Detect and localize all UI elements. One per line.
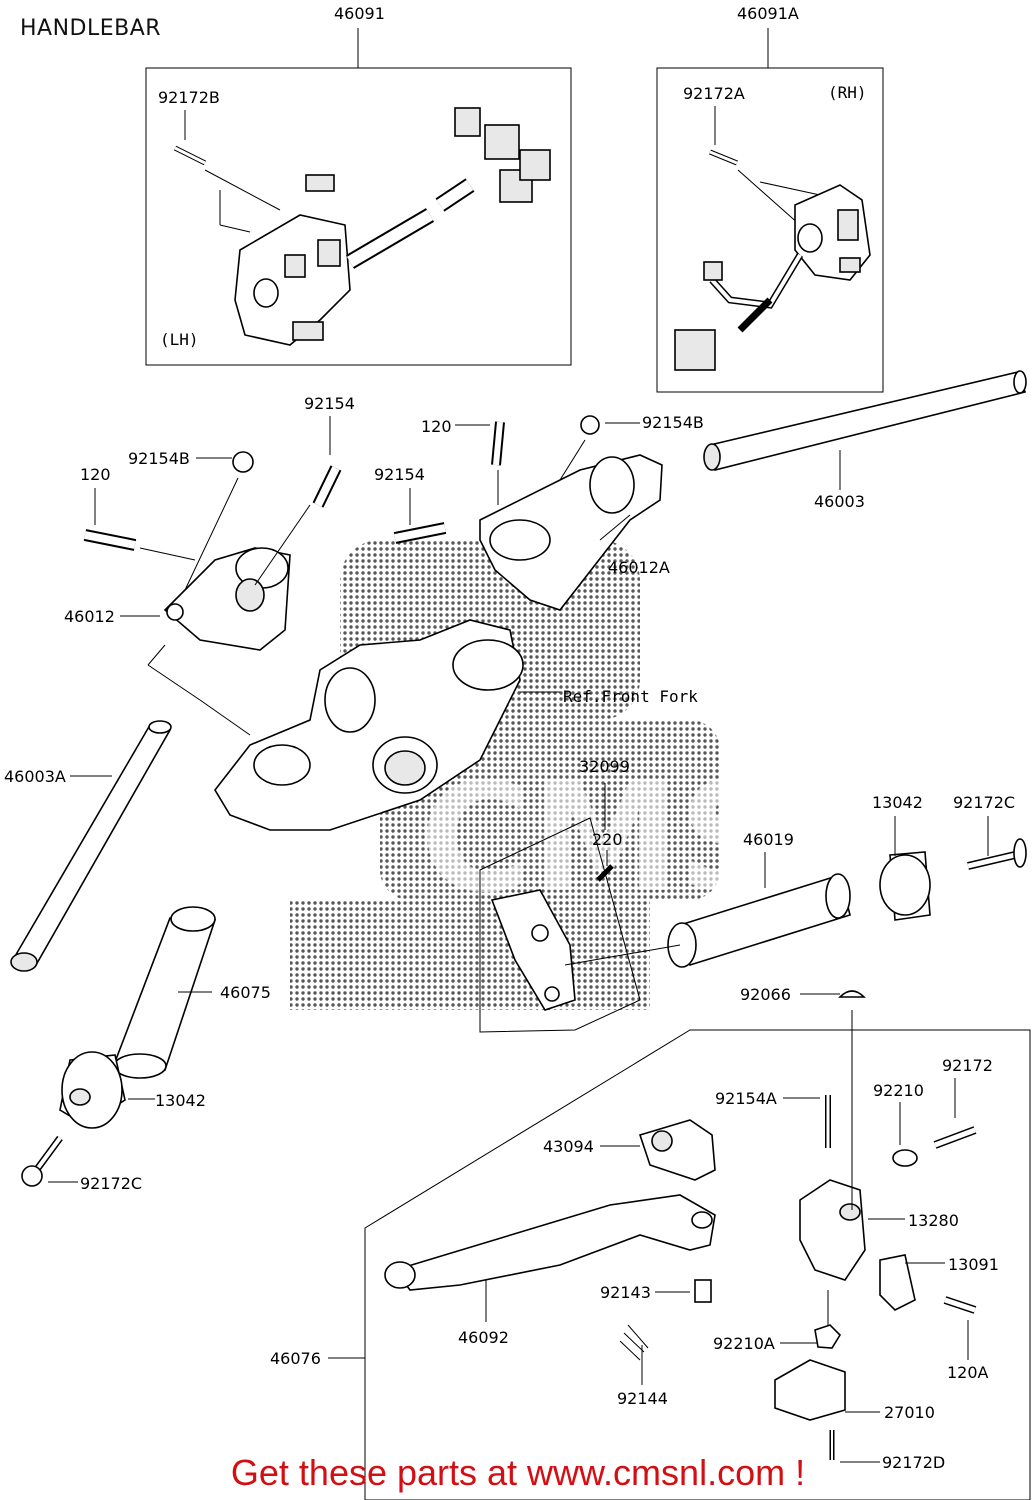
holder-46012: [163, 547, 291, 651]
part-labels: 92172B 92172A 92154 120 92154B 92154B 12…: [4, 84, 1015, 1472]
part-label: 46092: [458, 1328, 509, 1347]
part-label: 92154B: [642, 413, 704, 432]
part-label: 43094: [543, 1137, 594, 1156]
handlebar-tube-46003: [703, 370, 1027, 490]
part-label: 120: [80, 465, 111, 484]
ref-front-fork-note: Ref.Front Fork: [563, 687, 698, 706]
part-label: 92172: [942, 1056, 993, 1075]
part-label: 120: [421, 417, 452, 436]
part-label: 13042: [155, 1091, 206, 1110]
part-label: 92144: [617, 1389, 668, 1408]
grip-46075: [113, 906, 217, 1079]
part-label: 46012A: [608, 558, 670, 577]
part-label: 92210A: [713, 1334, 775, 1353]
part-label: 120A: [947, 1363, 989, 1382]
part-label: 92172C: [953, 793, 1015, 812]
part-label: 46012: [64, 607, 115, 626]
part-label: 32099: [579, 757, 630, 776]
holder-46012a: [479, 454, 663, 611]
inset-lh-switch: 46091 (LH): [145, 4, 572, 366]
part-label: 92210: [873, 1081, 924, 1100]
part-label: 220: [592, 830, 623, 849]
part-label: 92143: [600, 1283, 651, 1302]
part-label: 13091: [948, 1255, 999, 1274]
part-label: 92154A: [715, 1089, 777, 1108]
side-label-lh: (LH): [160, 330, 199, 349]
bar-end-13042-left: [59, 1051, 126, 1129]
part-label: 46003A: [4, 767, 66, 786]
inset-frame-lh: [145, 67, 572, 366]
leader-lines: [48, 110, 989, 1463]
part-label: 46003: [814, 492, 865, 511]
part-label: 92172A: [683, 84, 745, 103]
promo-banner[interactable]: Get these parts at www.cmsnl.com !: [230, 1452, 806, 1493]
screw-92172a: [709, 149, 738, 166]
part-label: 92154: [374, 465, 425, 484]
inset-rh-switch: 46091A (RH): [656, 4, 884, 393]
part-label: 92066: [740, 985, 791, 1004]
screw-92172c-right: [967, 838, 1027, 870]
throttle-housing-32099: [479, 817, 681, 1033]
screw-92172b: [173, 145, 207, 166]
page-title: HANDLEBAR: [20, 16, 162, 41]
handlebar-tube-46003a: [10, 720, 172, 972]
ref-label-46091: 46091: [334, 4, 385, 23]
part-label: 27010: [884, 1403, 935, 1422]
upper-triple-clamp: [214, 619, 524, 831]
part-label: 92172D: [882, 1453, 945, 1472]
ref-label-46091a: 46091A: [737, 4, 799, 23]
part-label: 46019: [743, 830, 794, 849]
part-label: 92154B: [128, 449, 190, 468]
lh-switch-housing: [234, 107, 551, 346]
part-label: 13042: [872, 793, 923, 812]
throttle-grip-46019: [667, 873, 851, 968]
part-label: 46076: [270, 1349, 321, 1368]
part-label: 92154: [304, 394, 355, 413]
lever-assembly-46076: [364, 990, 1031, 1500]
rh-switch-housing: [674, 184, 871, 371]
part-label: 13280: [908, 1211, 959, 1230]
side-label-rh: (RH): [828, 83, 867, 102]
inset-frame-rh: [656, 67, 884, 393]
part-label: 92172B: [158, 88, 220, 107]
fasteners: [83, 415, 614, 882]
part-label: 46075: [220, 983, 271, 1002]
bar-end-13042-right: [879, 851, 931, 921]
screw-92172c-left: [21, 1135, 63, 1187]
part-label: 92172C: [80, 1174, 142, 1193]
watermark-text: CMS: [420, 752, 787, 926]
